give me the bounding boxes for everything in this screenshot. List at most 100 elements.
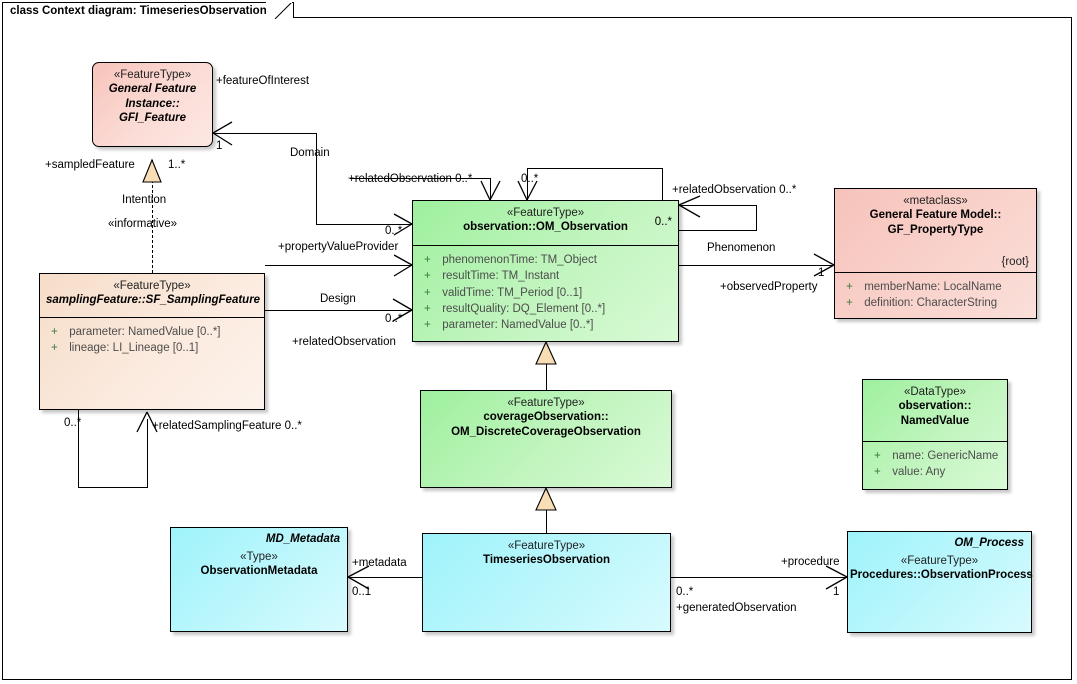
om-observation-stereotype: «FeatureType»	[506, 207, 585, 219]
attribute-row: + parameter: NamedValue [0..*]	[46, 324, 258, 340]
class-box-observation-metadata[interactable]: MD_Metadata «Type» ObservationMetadata	[170, 527, 348, 632]
label-design-mult: 0..*	[385, 313, 403, 325]
label-metadata-role: +metadata	[352, 557, 407, 569]
label-feature-of-interest-mult: 1	[216, 140, 223, 152]
named-value-name-line1: observation::	[898, 400, 972, 413]
connector-generalization-coverage-vert	[546, 357, 547, 390]
sampling-feature-name: samplingFeature::SF_SamplingFeature	[46, 294, 261, 307]
attribute-visibility: +	[424, 286, 431, 299]
coverage-observation-name-line2: OM_DiscreteCoverageObservation	[451, 425, 641, 438]
gfi-feature-name-line2: Instance::	[125, 97, 180, 110]
connector-related-observation-right-vert	[756, 205, 757, 231]
attribute-visibility: +	[846, 281, 853, 293]
attribute-visibility: +	[51, 326, 58, 338]
attribute-text: resultQuality: DQ_Element [0..*]	[442, 302, 606, 315]
attribute-visibility: +	[424, 319, 431, 332]
label-metadata-mult: 0..1	[352, 586, 372, 598]
attribute-row: + validTime: TM_Period [0..1]	[419, 285, 672, 301]
connector-related-observation-left-horiz	[350, 178, 491, 179]
class-box-gf-propertytype[interactable]: «metaclass» General Feature Model:: GF_P…	[834, 188, 1037, 319]
class-box-gfi-feature[interactable]: «FeatureType» General Feature Instance::…	[92, 62, 213, 147]
class-box-timeseries-observation[interactable]: «FeatureType» TimeseriesObservation	[422, 533, 671, 632]
connector-related-sampling-horiz	[78, 487, 148, 488]
attribute-text: memberName: LocalName	[864, 281, 1002, 293]
gf-propertytype-name-line1: General Feature Model::	[869, 209, 1002, 222]
diagram-frame	[2, 17, 1072, 680]
sampling-feature-stereotype: «FeatureType»	[113, 280, 191, 292]
connector-domain-seg1	[213, 133, 317, 134]
attribute-text: phenomenonTime: TM_Object	[442, 254, 597, 266]
class-box-sampling-feature[interactable]: «FeatureType» samplingFeature::SF_Sampli…	[39, 273, 265, 410]
attribute-row: + value: Any	[869, 464, 1001, 480]
label-observed-property-role: +observedProperty	[720, 281, 818, 293]
coverage-observation-name-line1: coverageObservation::	[483, 411, 609, 424]
attribute-text: name: GenericName	[892, 450, 999, 462]
attribute-row: + phenomenonTime: TM_Object	[419, 252, 672, 268]
timeseries-observation-name: TimeseriesObservation	[483, 554, 610, 567]
observation-metadata-name: ObservationMetadata	[200, 565, 318, 578]
class-box-om-observation[interactable]: «FeatureType» observation::OM_Observatio…	[412, 200, 679, 342]
connector-related-observation-right-top	[679, 205, 757, 206]
gf-propertytype-attributes: + memberName: LocalName + definition: Ch…	[835, 272, 1036, 318]
label-observed-property-mult: 1	[818, 267, 825, 279]
connector-related-observation-right-bottom	[679, 230, 757, 231]
attribute-visibility: +	[874, 466, 881, 479]
connector-observation-self-vert-right	[662, 168, 663, 200]
label-related-observation-left: +relatedObservation 0..*	[348, 173, 473, 185]
label-related-observation-design: +relatedObservation	[292, 336, 396, 348]
label-related-sampling-mult: 0..*	[64, 417, 82, 429]
class-box-named-value[interactable]: «DataType» observation:: NamedValue + na…	[862, 379, 1008, 490]
attribute-row: + definition: CharacterString	[841, 295, 1030, 311]
label-domain: Domain	[290, 147, 330, 159]
observation-metadata-corner-label: MD_Metadata	[265, 533, 340, 545]
connector-property-value-provider-seg1	[265, 265, 412, 266]
gfi-feature-name-line3: GFI_Feature	[118, 112, 187, 125]
connector-observation-self-horiz	[527, 168, 663, 169]
attribute-row: + lineage: LI_Lineage [0..1]	[46, 340, 258, 356]
timeseries-observation-stereotype: «FeatureType»	[507, 540, 586, 552]
label-feature-of-interest-role: +featureOfInterest	[216, 75, 310, 87]
attribute-visibility: +	[51, 342, 58, 355]
attribute-row: + parameter: NamedValue [0..*]	[419, 317, 672, 333]
observation-metadata-stereotype: «Type»	[240, 551, 278, 563]
attribute-text: validTime: TM_Period [0..1]	[442, 286, 583, 299]
named-value-attributes: + name: GenericName + value: Any	[863, 441, 1007, 487]
attribute-visibility: +	[424, 254, 431, 266]
om-observation-corner-multiplicity: 0..*	[654, 216, 672, 228]
connector-domain-seg3	[316, 224, 412, 225]
attribute-text: parameter: NamedValue [0..*]	[69, 326, 221, 338]
attribute-text: parameter: NamedValue [0..*]	[442, 319, 594, 332]
label-related-observation-top-mult: 0..*	[521, 173, 539, 185]
connector-procedure-seg	[671, 577, 847, 578]
label-sampled-feature-mult: 1..*	[168, 159, 186, 171]
om-observation-attributes: + phenomenonTime: TM_Object + resultTime…	[413, 245, 678, 340]
gf-propertytype-name-line2: GF_PropertyType	[887, 223, 984, 236]
connector-phenomenon-seg	[679, 265, 834, 266]
label-intention-stereotype: «informative»	[108, 218, 178, 230]
attribute-visibility: +	[424, 302, 431, 315]
label-design: Design	[320, 293, 356, 305]
class-box-observation-process[interactable]: OM_Process «FeatureType» Procedures::Obs…	[847, 531, 1033, 633]
named-value-stereotype: «DataType»	[903, 386, 966, 398]
attribute-row: + resultQuality: DQ_Element [0..*]	[419, 301, 672, 317]
diagram-title-tab: class Context diagram: TimeseriesObserva…	[2, 2, 294, 18]
connector-related-sampling-vert-left	[78, 410, 79, 488]
connector-metadata-seg	[348, 577, 422, 578]
class-box-coverage-observation[interactable]: «FeatureType» coverageObservation:: OM_D…	[420, 390, 672, 488]
attribute-visibility: +	[424, 270, 431, 283]
label-generated-observation-mult: 0..*	[676, 586, 694, 598]
label-related-observation-right: +relatedObservation 0..*	[672, 184, 797, 196]
gfi-feature-name-line1: General Feature	[108, 83, 197, 96]
attribute-text: resultTime: TM_Instant	[442, 270, 560, 283]
named-value-name-line2: NamedValue	[900, 414, 970, 427]
sampling-feature-attributes: + parameter: NamedValue [0..*] + lineage…	[40, 317, 264, 363]
attribute-text: definition: CharacterString	[864, 297, 998, 310]
label-property-value-provider-role: +propertyValueProvider	[278, 241, 399, 253]
om-observation-name: observation::OM_Observation	[463, 221, 628, 234]
label-related-sampling-role: +relatedSamplingFeature 0..*	[152, 420, 302, 432]
label-procedure-mult: 1	[833, 586, 840, 598]
coverage-observation-stereotype: «FeatureType»	[507, 397, 585, 409]
connector-domain-seg2	[316, 133, 317, 225]
label-phenomenon: Phenomenon	[707, 242, 776, 254]
